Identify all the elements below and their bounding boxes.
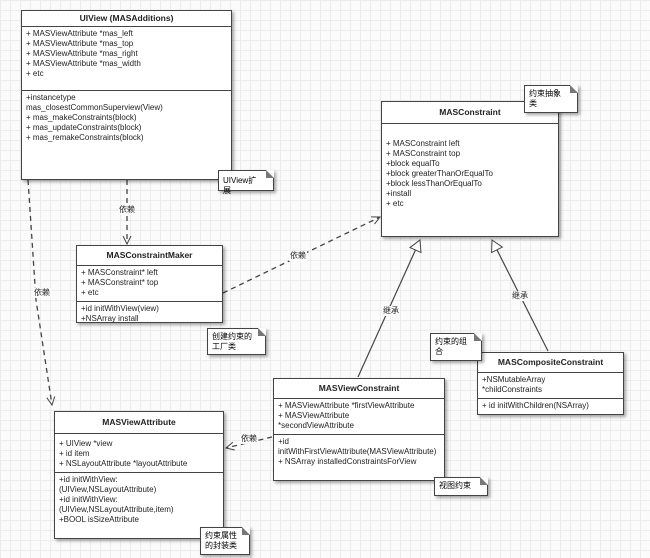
method: + mas_updateConstraints(block) (26, 123, 142, 132)
attributes-section: + MASViewAttribute *mas_left + MASViewAt… (22, 27, 231, 90)
class-masviewconstraint: MASViewConstraint + MASViewAttribute *fi… (273, 378, 445, 481)
method: +id initWithView: (59, 495, 118, 504)
attribute: + MASConstraint* left (81, 268, 158, 277)
attributes-section: +NSMutableArray *childConstraints (478, 373, 623, 398)
note-constraint-abstract: 约束抽象类 (524, 85, 578, 113)
attribute: + MASConstraint top (386, 149, 461, 158)
note-view-constraint: 视图约束 (434, 477, 488, 496)
method: +NSArray install (81, 314, 139, 323)
method: +instancetype (26, 93, 76, 102)
methods-section: +instancetype mas_closestCommonSuperview… (22, 90, 231, 146)
class-title: MASCompositeConstraint (478, 353, 623, 373)
attribute: +install (386, 189, 412, 198)
edge-viewconstraint-to-viewattribute (226, 436, 273, 448)
attribute: + MASViewAttribute *firstViewAttribute (278, 401, 415, 410)
class-uiview-masadditions: UIView (MASAdditions) + MASViewAttribute… (21, 10, 232, 180)
attribute: + MASViewAttribute *mas_left (26, 29, 133, 38)
attribute: +block greaterThanOrEqualTo (386, 169, 493, 178)
label-maker-constraint: 依赖 (289, 251, 307, 261)
attribute: + MASViewAttribute *mas_width (26, 59, 141, 68)
attribute: + MASConstraint left (386, 139, 460, 148)
methods-section: +id initWithFirstViewAttribute(MASViewAt… (274, 434, 444, 470)
attribute: +block equalTo (386, 159, 440, 168)
class-title: UIView (MASAdditions) (22, 11, 231, 27)
attribute: + etc (81, 288, 99, 297)
note-uiview-extension: UIView扩展 (218, 170, 274, 195)
attribute: + UIView *view (59, 439, 113, 448)
note-maker-factory: 创建约束的工厂类 (207, 328, 266, 355)
label-composite-inherit: 继承 (511, 291, 529, 301)
method: mas_closestCommonSuperview(View) (26, 103, 163, 112)
label-uiview-attribute: 依赖 (33, 288, 51, 298)
label-uiview-maker: 依赖 (118, 205, 136, 215)
attributes-section: + UIView *view + id item + NSLayoutAttri… (55, 434, 223, 472)
attribute: + NSLayoutAttribute *layoutAttribute (59, 459, 188, 468)
edge-uiview-to-viewattribute (27, 179, 52, 405)
method: +id (278, 437, 289, 446)
note-composite-group: 约束的组合 (430, 333, 482, 361)
attribute: +NSMutableArray (482, 375, 546, 384)
methods-section: +id initWithView(view) +NSArray install (77, 301, 222, 327)
label-viewconstraint-inherit: 继承 (382, 306, 400, 316)
attribute: + MASViewAttribute *mas_top (26, 39, 134, 48)
attributes-section: + MASConstraint* left + MASConstraint* t… (77, 266, 222, 301)
method: + mas_makeConstraints(block) (26, 113, 137, 122)
method: +id initWithView: (59, 475, 118, 484)
label-viewconstraint-attribute: 依赖 (240, 434, 258, 444)
attribute: + MASViewAttribute *mas_right (26, 49, 138, 58)
method: (UIView,NSLayoutAttribute) (59, 485, 157, 494)
class-title: MASConstraintMaker (77, 246, 222, 266)
class-title: MASConstraint (382, 102, 558, 124)
attribute: + id item (59, 449, 90, 458)
class-title: MASViewAttribute (55, 412, 223, 434)
method: initWithFirstViewAttribute(MASViewAttrib… (278, 447, 437, 456)
method: + NSArray installedConstraintsForView (278, 457, 417, 466)
method: +BOOL isSizeAttribute (59, 515, 139, 524)
methods-section: +id initWithView: (UIView,NSLayoutAttrib… (55, 472, 223, 528)
method: +id initWithView(view) (81, 304, 159, 313)
attribute: + MASConstraint* top (81, 278, 159, 287)
class-mascompositeconstraint: MASCompositeConstraint +NSMutableArray *… (477, 352, 624, 415)
method: + mas_remakeConstraints(block) (26, 133, 144, 142)
class-masviewattribute: MASViewAttribute + UIView *view + id ite… (54, 411, 224, 539)
attribute: +block lessThanOrEqualTo (386, 179, 482, 188)
attribute: + etc (26, 69, 44, 78)
attributes-section: + MASViewAttribute *firstViewAttribute +… (274, 399, 444, 434)
note-attribute-wrapper: 约束属性的封装类 (200, 527, 250, 555)
edge-maker-to-constraint (222, 217, 380, 294)
class-title: MASViewConstraint (274, 379, 444, 399)
class-masconstraintmaker: MASConstraintMaker + MASConstraint* left… (76, 245, 223, 323)
attribute: + etc (386, 199, 404, 208)
method: (UIView,NSLayoutAttribute,item) (59, 505, 174, 514)
attribute: *secondViewAttribute (278, 421, 354, 430)
attributes-section: + MASConstraint left + MASConstraint top… (382, 124, 558, 212)
method: + id initWithChildren(NSArray) (482, 401, 589, 410)
attribute: + MASViewAttribute (278, 411, 350, 420)
class-masconstraint: MASConstraint + MASConstraint left + MAS… (381, 101, 559, 237)
attribute: *childConstraints (482, 385, 543, 394)
methods-section: + id initWithChildren(NSArray) (478, 398, 623, 414)
